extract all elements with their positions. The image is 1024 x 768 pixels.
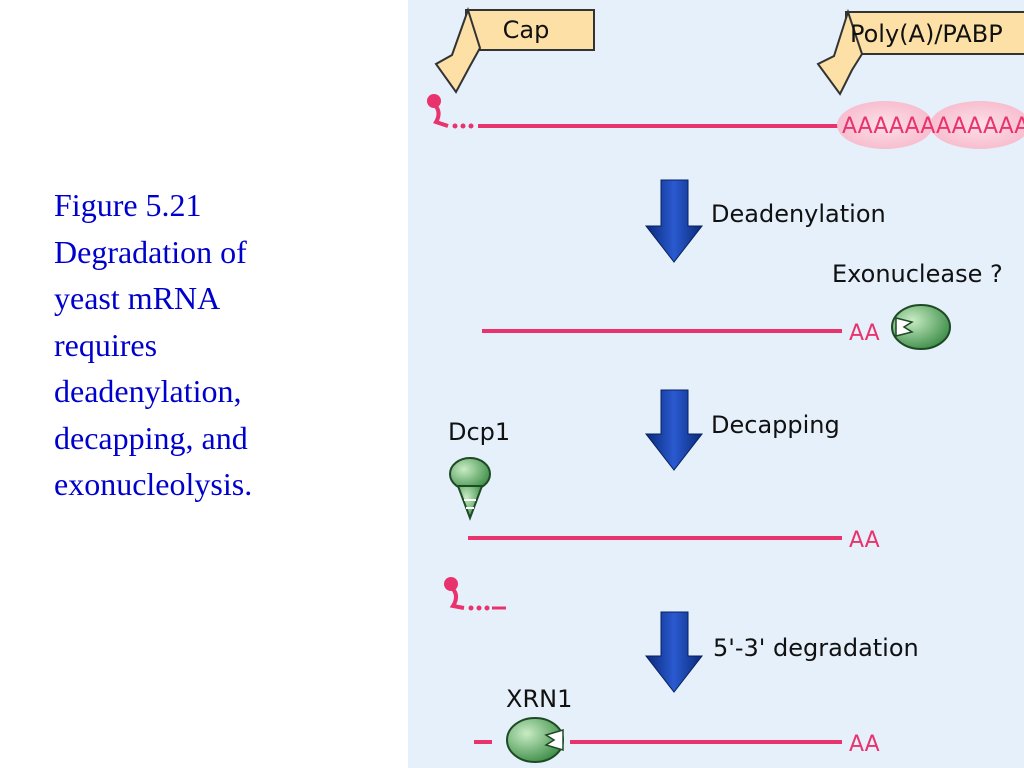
- pabp-protein: [930, 101, 1024, 149]
- caption-line: yeast mRNA: [54, 280, 221, 316]
- short-tail-text: AA: [849, 321, 880, 346]
- caption-line: deadenylation,: [54, 373, 242, 409]
- exonuclease-label: Exonuclease ?: [832, 260, 1003, 288]
- released-cap-icon: [444, 577, 506, 611]
- figure-caption: Figure 5.21 Degradation of yeast mRNA re…: [54, 182, 354, 508]
- decapping-arrow: [644, 389, 704, 471]
- step-label-deadenylation: Deadenylation: [711, 200, 886, 228]
- polya-label: Poly(A)/PABP: [850, 20, 1003, 48]
- dcp1-enzyme-icon: [449, 457, 491, 521]
- pabp-protein: [837, 101, 933, 149]
- xrn1-enzyme-icon: [506, 717, 564, 763]
- caption-line: Degradation of: [54, 233, 247, 270]
- step-label-decapping: Decapping: [711, 411, 840, 439]
- step-label-degradation: 5'-3' degradation: [713, 634, 919, 662]
- short-tail-text: AA: [849, 732, 880, 757]
- caption-line: Figure 5.21: [54, 187, 202, 223]
- mrna-full: AAAAAAAAAAAAAA: [427, 94, 1024, 149]
- caption-line: requires: [54, 326, 158, 363]
- cap-structure-icon: [427, 94, 474, 129]
- cap-callout: Cap: [434, 6, 595, 94]
- caption-line: decapping, and: [54, 419, 248, 456]
- dcp1-label: Dcp1: [448, 418, 510, 446]
- polya-callout: Poly(A)/PABP: [816, 8, 1024, 96]
- xrn1-label: XRN1: [506, 685, 572, 713]
- short-tail-text: AA: [849, 528, 880, 553]
- caption-line: exonucleolysis.: [54, 466, 253, 502]
- exonuclease-enzyme-icon: [891, 304, 951, 350]
- cap-label: Cap: [503, 16, 550, 44]
- deadenylation-arrow: [644, 179, 704, 263]
- degradation-arrow: [644, 611, 704, 693]
- polya-tail-text: AAAAAAAAAAAAAA: [842, 114, 1024, 139]
